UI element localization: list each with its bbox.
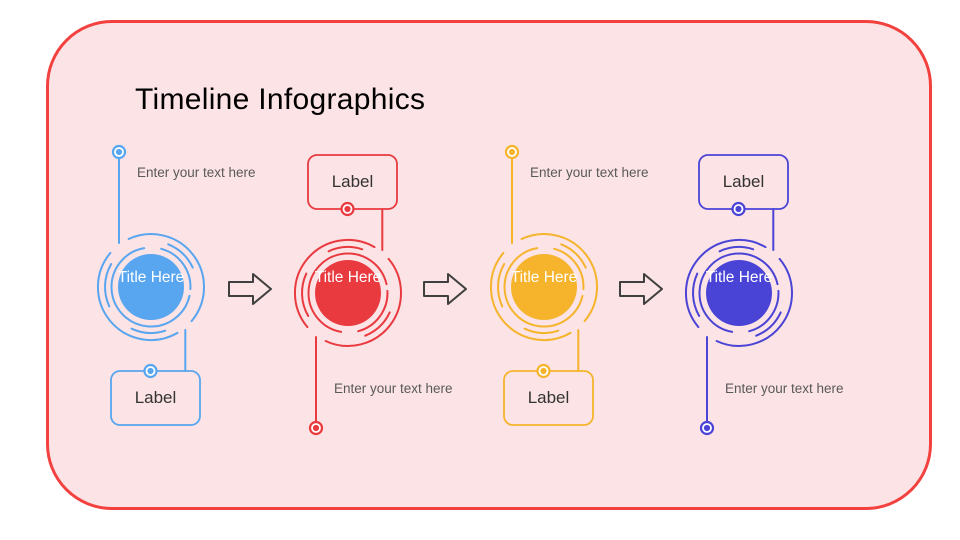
label-placeholder-4[interactable]: Label: [722, 172, 765, 191]
timeline-item-3: Title Here Label Enter your text here: [484, 140, 649, 440]
timeline-item-1: Title Here Label Enter your text here: [91, 140, 256, 440]
label-placeholder-3[interactable]: Label: [527, 388, 570, 407]
title-placeholder-2[interactable]: Title Here: [314, 269, 382, 286]
title-placeholder-3[interactable]: Title Here: [510, 269, 578, 286]
page-title: Timeline Infographics: [135, 83, 426, 116]
note-placeholder-3[interactable]: Enter your text here: [530, 165, 649, 180]
note-placeholder-1[interactable]: Enter your text here: [137, 165, 256, 180]
timeline-item-4: Title Here Label Enter your text here: [679, 140, 844, 440]
arrow-icon: [619, 272, 663, 306]
timeline-item-2: Title Here Label Enter your text here: [288, 140, 453, 440]
arrow-icon: [228, 272, 272, 306]
title-placeholder-1[interactable]: Title Here: [117, 269, 185, 286]
note-placeholder-4[interactable]: Enter your text here: [725, 381, 844, 396]
label-placeholder-2[interactable]: Label: [331, 172, 374, 191]
label-placeholder-1[interactable]: Label: [134, 388, 177, 407]
note-placeholder-2[interactable]: Enter your text here: [334, 381, 453, 396]
arrow-icon: [423, 272, 467, 306]
title-placeholder-4[interactable]: Title Here: [705, 269, 773, 286]
